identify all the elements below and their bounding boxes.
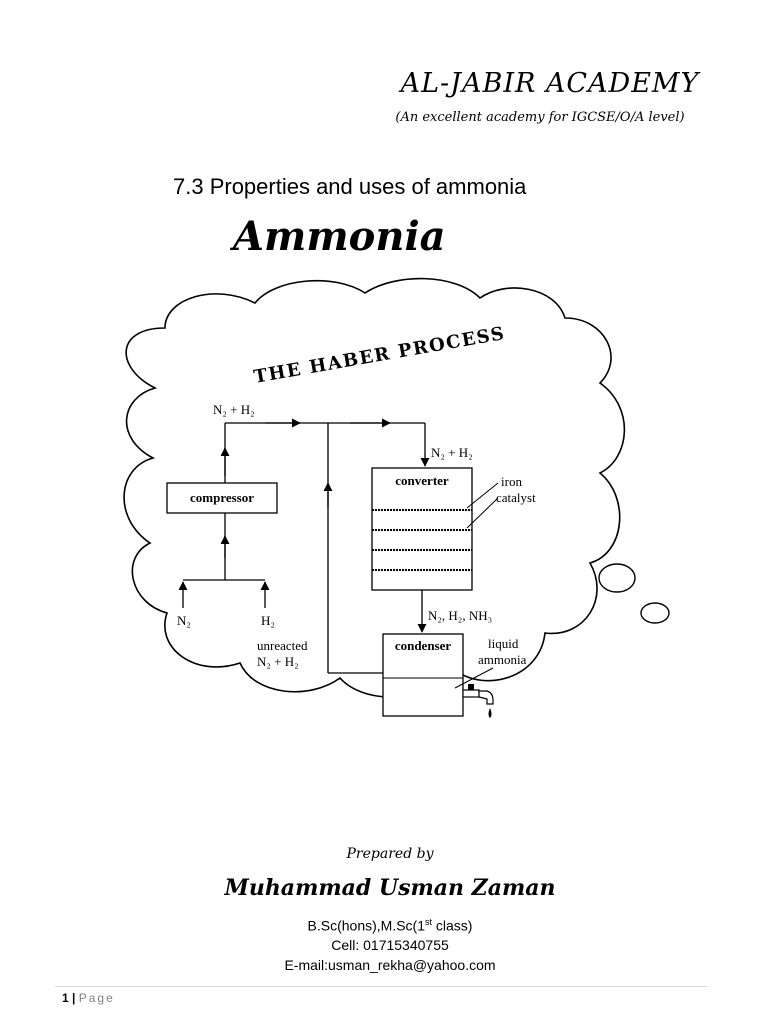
top-feed-label: N₂ + H₂ bbox=[213, 402, 255, 417]
condenser-box bbox=[382, 633, 464, 717]
degree-suffix: class) bbox=[432, 917, 473, 934]
haber-process-figure: Ammonia THE HABER PROCESS N₂ + H₂ compre… bbox=[95, 208, 675, 760]
catalyst-label-1: iron bbox=[501, 474, 522, 489]
author-name: Muhammad Usman Zaman bbox=[224, 875, 556, 901]
author-email: E-mail:usman_rekha@yahoo.com bbox=[284, 957, 496, 973]
catalyst-label-2: catalyst bbox=[496, 490, 536, 505]
author-cell: Cell: 01715340755 bbox=[331, 937, 449, 953]
thought-cloud bbox=[123, 277, 626, 698]
compressor-label: compressor bbox=[190, 490, 254, 505]
footer-divider bbox=[55, 986, 707, 987]
liquid-pointer bbox=[454, 667, 494, 689]
liquid-label-2: ammonia bbox=[478, 652, 527, 667]
figure-heading: Ammonia bbox=[229, 213, 446, 260]
degree-prefix: B.Sc(hons),M.Sc(1 bbox=[307, 917, 425, 934]
page-number: 1 bbox=[62, 991, 69, 1005]
catalyst-pointer-1 bbox=[466, 482, 499, 509]
author-degree: B.Sc(hons),M.Sc(1st class) bbox=[200, 917, 580, 934]
compressor-box bbox=[166, 482, 278, 514]
unreacted-label-2: N₂ + H₂ bbox=[257, 654, 299, 669]
tap-icon bbox=[462, 684, 494, 718]
converter-output-label: N₂, H₂, NH₃ bbox=[428, 608, 492, 623]
cloud-title: THE HABER PROCESS bbox=[252, 323, 507, 388]
page-footer: 1 | Page bbox=[62, 991, 115, 1005]
converter-label: converter bbox=[395, 473, 449, 488]
section-title: 7.3 Properties and uses of ammonia bbox=[173, 174, 527, 199]
academy-title: AL-JABIR ACADEMY bbox=[400, 68, 700, 99]
page-separator: | bbox=[68, 991, 79, 1005]
condenser-label: condenser bbox=[395, 638, 452, 653]
academy-tagline: (An excellent academy for IGCSE/O/A leve… bbox=[395, 110, 685, 125]
page-label: Page bbox=[78, 991, 115, 1005]
n2-input-label: N₂ bbox=[177, 613, 191, 628]
small-cloud bbox=[598, 563, 636, 593]
degree-superscript: st bbox=[425, 917, 433, 927]
unreacted-label-1: unreacted bbox=[257, 638, 308, 653]
h2-input-label: H₂ bbox=[261, 613, 275, 628]
prepared-by-label: Prepared by bbox=[346, 846, 434, 862]
tiny-cloud bbox=[640, 602, 670, 624]
liquid-label-1: liquid bbox=[488, 636, 519, 651]
converter-feed-label: N₂ + H₂ bbox=[431, 445, 473, 460]
catalyst-pointer-2 bbox=[466, 497, 499, 529]
